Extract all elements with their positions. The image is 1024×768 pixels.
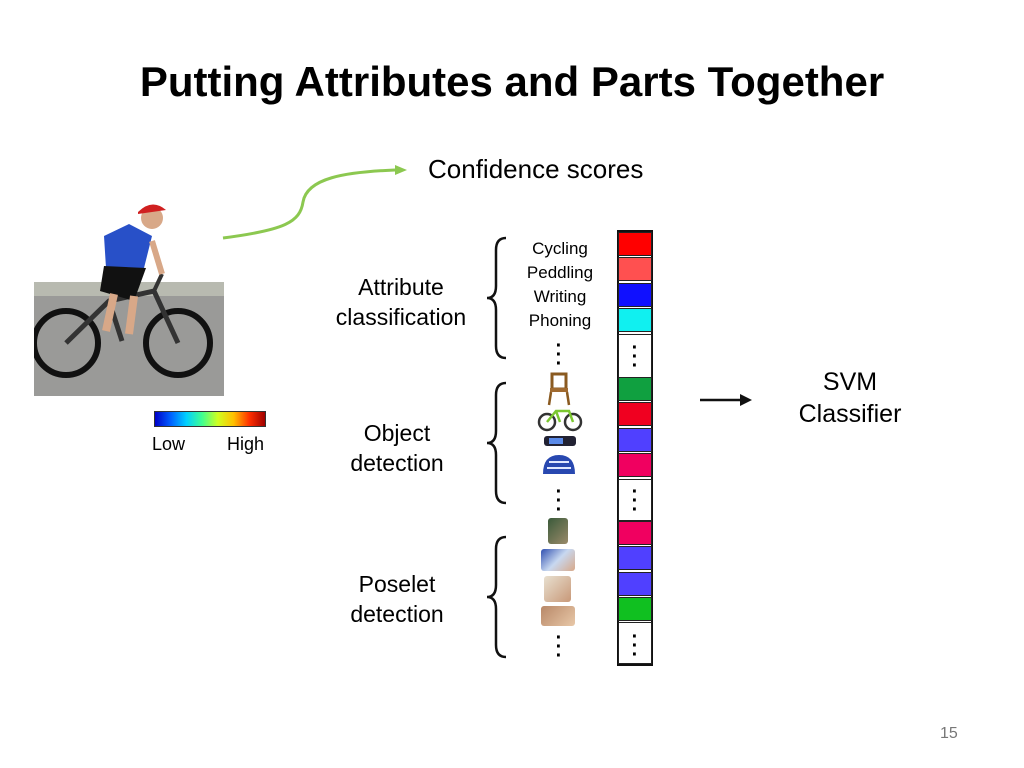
- score-cell-poselet: [618, 572, 652, 596]
- score-cell-ellipsis: [618, 479, 652, 521]
- object-ellipsis: ···: [555, 481, 563, 521]
- score-cell-attribute: [618, 232, 652, 256]
- attribute-brace-icon: [486, 236, 507, 360]
- attribute-item: Peddling: [526, 263, 594, 282]
- legend-high-label: High: [227, 434, 265, 454]
- bicycle-icon: [537, 409, 583, 432]
- poselet-arm-icon: [541, 549, 575, 571]
- attribute-item: Cycling: [532, 239, 588, 258]
- score-ellipsis: ···: [631, 337, 639, 377]
- bike-wheel-front: [143, 308, 213, 378]
- bike-wheel-rear: [34, 308, 101, 378]
- attribute-list: Cycling Peddling Writing Phoning: [510, 237, 610, 333]
- object-brace-icon: [486, 381, 507, 505]
- score-cell-poselet: [618, 521, 652, 545]
- color-legend-bar: [154, 411, 266, 427]
- score-ellipsis: ···: [631, 626, 639, 666]
- poselet-face-icon: [544, 576, 571, 602]
- object-detection-label: Object detection: [350, 420, 444, 476]
- score-cell-poselet: [618, 546, 652, 570]
- attribute-item: Writing: [533, 287, 587, 306]
- score-cell-object: [618, 428, 652, 452]
- page-number: 15: [940, 725, 958, 742]
- svm-classifier-label: SVM Classifier: [798, 368, 902, 428]
- score-cell-ellipsis: [618, 334, 652, 378]
- poselet-detection-label: Poselet detection: [350, 571, 444, 627]
- confidence-scores-label: Confidence scores: [428, 154, 644, 184]
- poselet-ellipsis: ···: [555, 627, 563, 667]
- cyclist-photo: [34, 196, 224, 396]
- attribute-ellipsis: ···: [555, 335, 563, 375]
- attribute-item: Phoning: [528, 311, 592, 330]
- poselet-brace-icon: [486, 535, 507, 659]
- score-cell-poselet: [618, 597, 652, 621]
- score-cell-object: [618, 377, 652, 401]
- attribute-classification-label: Attribute classification: [335, 274, 467, 330]
- score-cell-object: [618, 402, 652, 426]
- score-cell-attribute: [618, 308, 652, 332]
- score-cell-object: [618, 453, 652, 477]
- legend-low-label: Low: [152, 434, 186, 454]
- svm-arrow-icon: [700, 394, 752, 406]
- slide-title: Putting Attributes and Parts Together: [139, 58, 885, 105]
- score-ellipsis: ···: [631, 481, 639, 521]
- score-cell-ellipsis: [618, 622, 652, 664]
- score-cell-attribute: [618, 283, 652, 307]
- poselet-fingers-icon: [541, 606, 575, 626]
- poselet-hand-icon: [548, 518, 568, 544]
- chair-icon: [547, 372, 571, 406]
- score-cell-attribute: [618, 257, 652, 281]
- helmet-icon: [543, 455, 575, 474]
- phone-icon: [544, 436, 576, 446]
- confidence-arrow: [222, 165, 407, 240]
